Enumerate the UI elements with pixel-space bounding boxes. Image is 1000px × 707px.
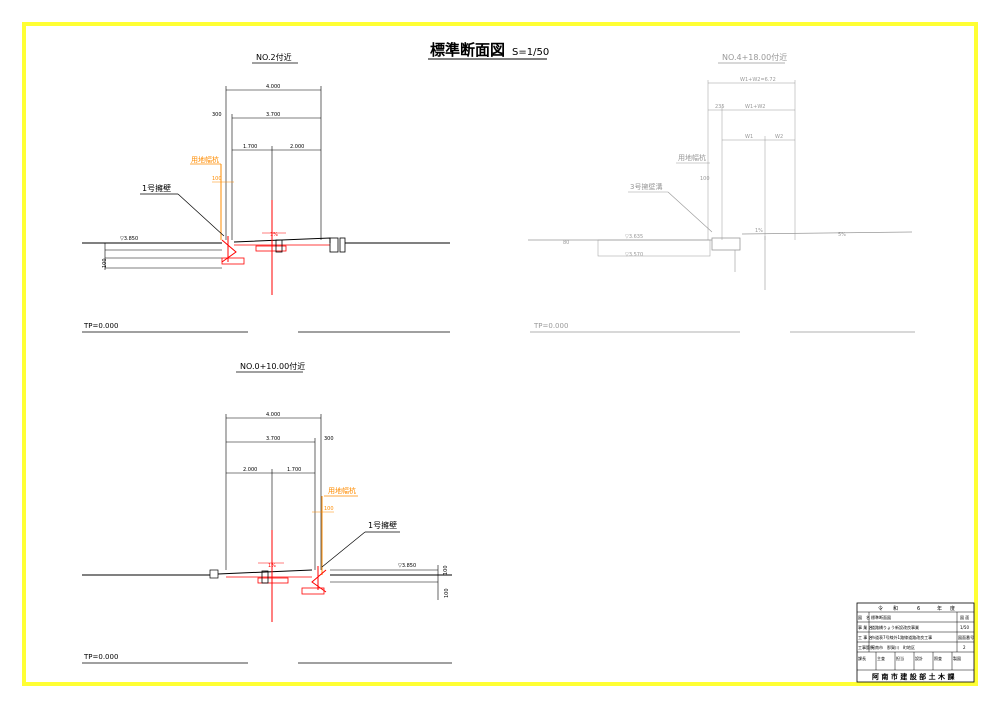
slope-2: 1% <box>755 228 763 234</box>
tb-row0-key: 図 名 <box>858 614 870 620</box>
drawing-scale: S=1/50 <box>512 47 549 58</box>
section-no0: NO.0+10.00付近 4.000 3.700 300 2.000 1.700… <box>82 361 452 664</box>
level-b-2: ▽3.570 <box>625 252 643 258</box>
wall-label-3: 1号擁壁 <box>368 520 397 530</box>
low-dim-2: 80 <box>563 240 569 246</box>
level-mark-3: ▽3.850 <box>398 563 416 569</box>
wall-label-2: 3号擁壁溝 <box>630 182 662 191</box>
drawing-title: 標準断面図 <box>430 41 505 59</box>
dim-side-3: 100 <box>444 588 450 598</box>
section-no4-label: NO.4+18.00付近 <box>722 52 787 62</box>
title-block: 令 和 6 年 度 図 名 標準断面図 図 面 事 業 名 道路橋りょう新設改良… <box>856 602 975 683</box>
tb-row1-side: 1/50 <box>960 625 969 630</box>
tp-label-2: TP=0.000 <box>533 322 568 330</box>
tb-header-3: 年 <box>937 605 942 612</box>
tb-header-1: 和 <box>893 605 898 612</box>
tb-row0-side: 図 面 <box>960 615 969 620</box>
slope-1: 1% <box>270 232 278 238</box>
dim-low-left: 100 <box>102 258 108 268</box>
dim-total: 4.000 <box>266 84 280 90</box>
dim-step-3: 100 <box>324 506 334 512</box>
dim-step-2: 100 <box>700 176 710 182</box>
wall-label-1: 1号擁壁 <box>142 183 171 193</box>
dim-low-right-3: 100 <box>443 565 449 575</box>
dim-half-a-3: 2.000 <box>243 467 257 473</box>
section-no4: NO.4+18.00付近 W1+W2=6.72 W1+W2 235 W1 W2 … <box>528 52 915 333</box>
tb-header-0: 令 <box>878 605 883 612</box>
dim-half-a: 1.700 <box>243 144 257 150</box>
dim-step: 100 <box>212 176 222 182</box>
level-mark-1: ▽3.850 <box>120 236 138 242</box>
tb-row0-val: 標準断面図 <box>871 614 891 620</box>
tp-label-1: TP=0.000 <box>83 322 118 330</box>
tb-row3-val: 阿南市 那賀川 町地区 <box>871 644 915 650</box>
tb-sign-5: 製図 <box>953 655 961 661</box>
tb-header-4: 度 <box>950 605 955 612</box>
dim-inner-3: 3.700 <box>266 436 280 442</box>
level-a-2: ▽3.635 <box>625 234 643 240</box>
tb-row2-side: 図面番号 <box>958 634 974 640</box>
tb-sign-4: 照査 <box>934 655 942 661</box>
tb-footer: 阿 南 市 建 設 部 土 木 課 <box>872 672 955 681</box>
dim-total-3: 4.000 <box>266 412 280 418</box>
tb-sign-0: 課長 <box>858 655 866 661</box>
dim-left-offset-2: 235 <box>715 104 725 110</box>
tb-row1-key: 事 業 名 <box>858 624 873 630</box>
boundary-label-1: 用地幅杭 <box>191 155 219 164</box>
tp-label-3: TP=0.000 <box>83 653 118 661</box>
section-no0-label: NO.0+10.00付近 <box>240 361 305 371</box>
section-no2-label: NO.2付近 <box>256 52 292 62</box>
tb-row1-val: 道路橋りょう新設改良事業 <box>871 624 919 630</box>
tb-sign-1: 主査 <box>877 655 885 661</box>
dim-half-b: 2.000 <box>290 144 304 150</box>
dim-w1: W1 <box>745 134 753 140</box>
dim-left-offset: 300 <box>212 112 222 118</box>
boundary-label-2: 用地幅杭 <box>678 153 706 162</box>
tb-row3-side: 2 <box>963 645 966 650</box>
tb-sign-3: 設計 <box>915 655 923 661</box>
dim-right-offset-3: 300 <box>324 436 334 442</box>
dim-total-2: W1+W2=6.72 <box>740 77 776 83</box>
dim-inner: 3.700 <box>266 112 280 118</box>
dim-inner-2: W1+W2 <box>745 104 765 110</box>
section-no2: NO.2付近 4.000 3.700 300 1.700 2.000 用地幅杭 … <box>82 52 450 333</box>
tb-row2-val: 市道表7号線外1路線道路改良工事 <box>871 634 932 640</box>
sheet-frame <box>22 22 978 686</box>
dim-w2: W2 <box>775 134 783 140</box>
tb-row3-key: 工事箇所 <box>858 644 874 650</box>
dim-half-b-3: 1.700 <box>287 467 301 473</box>
tb-row2-key: 工 事 名 <box>858 634 873 640</box>
boundary-label-3: 用地幅杭 <box>328 486 356 495</box>
tb-sign-2: 担当 <box>896 655 904 661</box>
tb-header-2: 6 <box>917 606 920 612</box>
right-dim-2: 5% <box>838 232 846 238</box>
